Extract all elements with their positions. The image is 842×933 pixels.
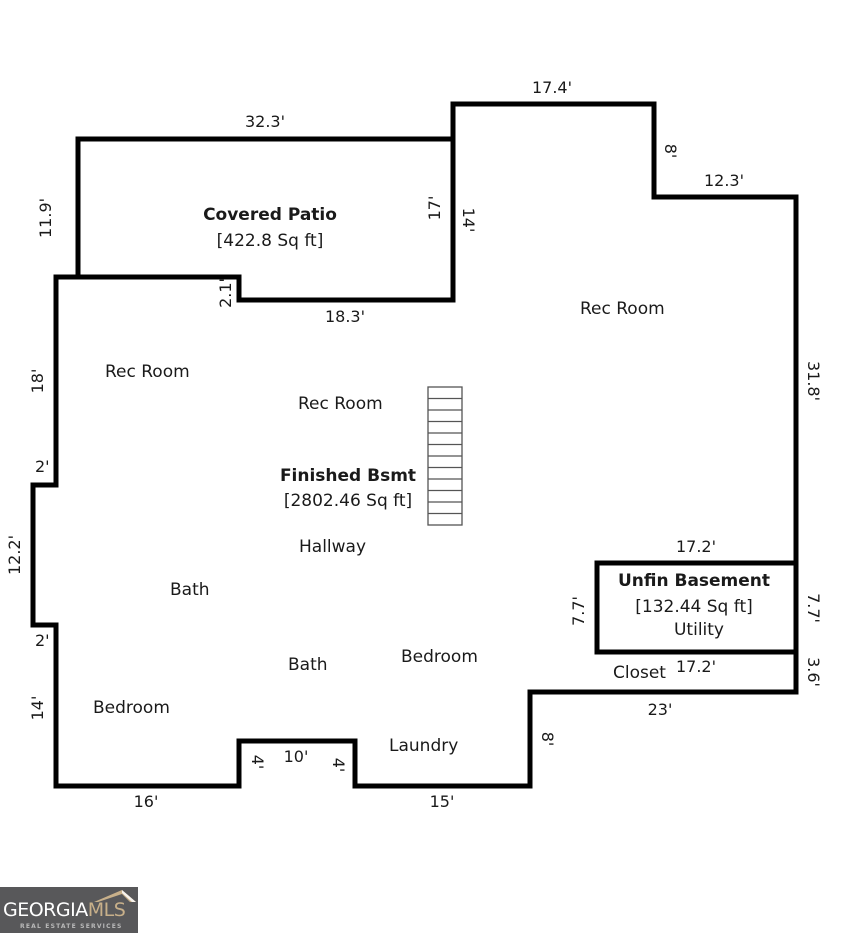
georgia-mls-logo: GEORGIAMLS REAL ESTATE SERVICES — [0, 887, 138, 933]
dim-bottom-right-top: 23' — [647, 700, 673, 719]
dim-left-18: 18' — [28, 368, 47, 394]
dim-bottom-15: 15' — [429, 792, 455, 811]
dim-notch-top: 10' — [283, 747, 309, 766]
dim-bottom-16: 16' — [133, 792, 159, 811]
dim-right-wall: 31.8' — [804, 360, 823, 402]
logo-brand-main: GEORGIA — [3, 899, 88, 921]
finished-basement-area: [2802.46 Sq ft] — [283, 491, 413, 511]
dim-notch-left: 4' — [248, 754, 267, 770]
dim-notch-right: 4' — [329, 757, 348, 773]
covered-patio-title: Covered Patio — [203, 205, 337, 225]
room-closet: Closet — [613, 663, 666, 683]
room-laundry: Laundry — [389, 736, 459, 756]
room-rec-room-left: Rec Room — [105, 362, 190, 382]
dim-left-2-lower: 2' — [35, 631, 50, 650]
finished-basement-outline — [30, 101, 799, 789]
room-bedroom-left: Bedroom — [93, 698, 170, 718]
finished-basement-title: Finished Bsmt — [279, 466, 417, 486]
unfinished-basement-outline — [594, 560, 799, 655]
dim-patio-left: 11.9' — [36, 197, 55, 238]
unfinished-basement-title: Unfin Basement — [617, 571, 771, 591]
covered-patio-area: [422.8 Sq ft] — [216, 231, 324, 251]
room-rec-room-right: Rec Room — [580, 299, 665, 319]
dim-bottom-right-side: 8' — [538, 731, 557, 747]
roof-icon — [94, 890, 136, 902]
dim-patio-bottom: 18.3' — [324, 307, 366, 326]
dim-unfin-right: 7.7' — [804, 593, 823, 623]
walls — [30, 101, 799, 789]
room-bath-2: Bath — [288, 655, 328, 675]
dim-top-right: 17.4' — [531, 78, 573, 97]
dim-patio-top: 32.3' — [244, 112, 286, 131]
dim-unfin-left: 7.7' — [569, 596, 588, 626]
logo-wordmark: GEORGIAMLS — [3, 899, 126, 921]
dim-patio-notch: 2.1' — [216, 278, 235, 308]
room-bedroom-center: Bedroom — [401, 647, 478, 667]
dim-left-12-2: 12.2' — [5, 534, 24, 576]
logo-brand-accent: MLS — [87, 899, 126, 921]
room-hallway: Hallway — [299, 537, 367, 557]
dim-left-14: 14' — [28, 695, 47, 721]
utility-label: Utility — [673, 620, 725, 640]
dim-step-right: 12.3' — [703, 171, 745, 190]
dim-left-2-upper: 2' — [35, 457, 50, 476]
dim-patio-right: 17' — [425, 195, 444, 221]
room-bath-1: Bath — [170, 580, 210, 600]
dim-rec-inner-left: 14' — [459, 207, 478, 233]
logo-tagline: REAL ESTATE SERVICES — [20, 923, 123, 930]
room-rec-room-center: Rec Room — [298, 394, 383, 414]
dim-closet-right: 3.6' — [804, 657, 823, 687]
dim-step-down: 8' — [661, 143, 680, 159]
covered-patio-outline — [75, 136, 453, 277]
staircase — [427, 386, 463, 526]
unfinished-basement-area: [132.44 Sq ft] — [635, 597, 753, 617]
dim-unfin-bottom: 17.2' — [675, 657, 717, 676]
dim-unfin-top: 17.2' — [675, 537, 717, 556]
